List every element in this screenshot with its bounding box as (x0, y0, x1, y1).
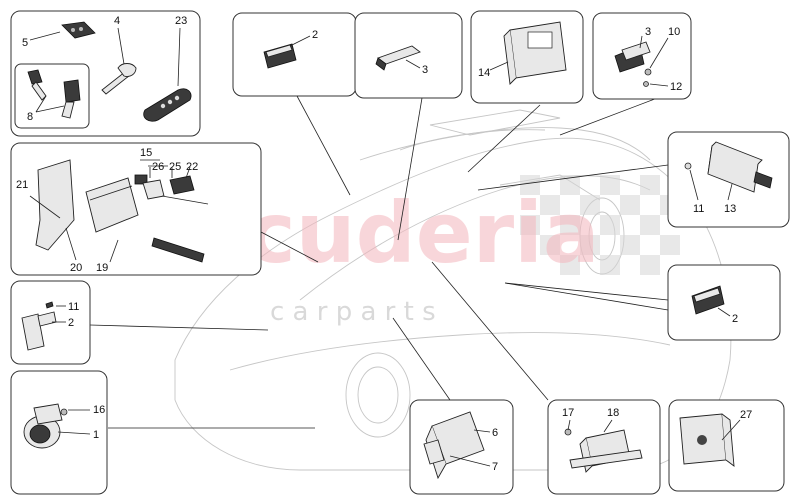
callout-22: 22 (186, 161, 198, 173)
callout-11-left: 11 (68, 301, 79, 313)
callout-16: 16 (93, 404, 105, 416)
callout-1: 1 (93, 429, 99, 441)
panel-module-17-18 (547, 399, 661, 495)
panel-module-14 (470, 10, 584, 104)
callout-23: 23 (175, 15, 187, 27)
callout-14: 14 (478, 67, 490, 79)
callout-27: 27 (740, 409, 752, 421)
callout-8: 8 (27, 111, 33, 123)
callout-21: 21 (16, 179, 28, 191)
leader-lines (89, 95, 669, 429)
panel-siren (10, 370, 108, 495)
panel-manual-27 (668, 399, 785, 492)
callout-3-top: 3 (422, 64, 428, 76)
panel-control-unit-bracket (10, 142, 262, 276)
callout-11-right: 11 (693, 203, 704, 215)
panel-keys-and-fob (10, 10, 201, 137)
panel-module-13 (667, 131, 790, 228)
callout-2-right: 2 (732, 313, 738, 325)
callout-3-right: 3 (645, 26, 651, 38)
callout-12: 12 (670, 81, 682, 93)
panel-sensor-3-10-12 (592, 12, 692, 100)
panel-connector-2-right (667, 264, 781, 341)
callout-20: 20 (70, 262, 82, 274)
callout-5: 5 (22, 37, 28, 49)
callout-2-top: 2 (312, 29, 318, 41)
callout-2-left: 2 (68, 317, 74, 329)
callout-25: 25 (169, 161, 181, 173)
callout-13: 13 (724, 203, 736, 215)
panel-connector-3-top (354, 12, 463, 99)
callout-19: 19 (96, 262, 108, 274)
callout-18: 18 (607, 407, 619, 419)
watermark-tagline: c a r p a r t s (270, 297, 436, 327)
callout-15: 15 (140, 147, 152, 159)
callout-26: 26 (152, 161, 164, 173)
callout-10: 10 (668, 26, 680, 38)
panel-module-6-7 (409, 399, 514, 495)
callout-4: 4 (114, 15, 120, 27)
checkered-flag-watermark (520, 175, 680, 275)
callout-7: 7 (492, 461, 498, 473)
panel-antenna-left (10, 280, 91, 365)
panel-connector-2-top (232, 12, 357, 97)
callout-17: 17 (562, 407, 574, 419)
callout-6: 6 (492, 427, 498, 439)
